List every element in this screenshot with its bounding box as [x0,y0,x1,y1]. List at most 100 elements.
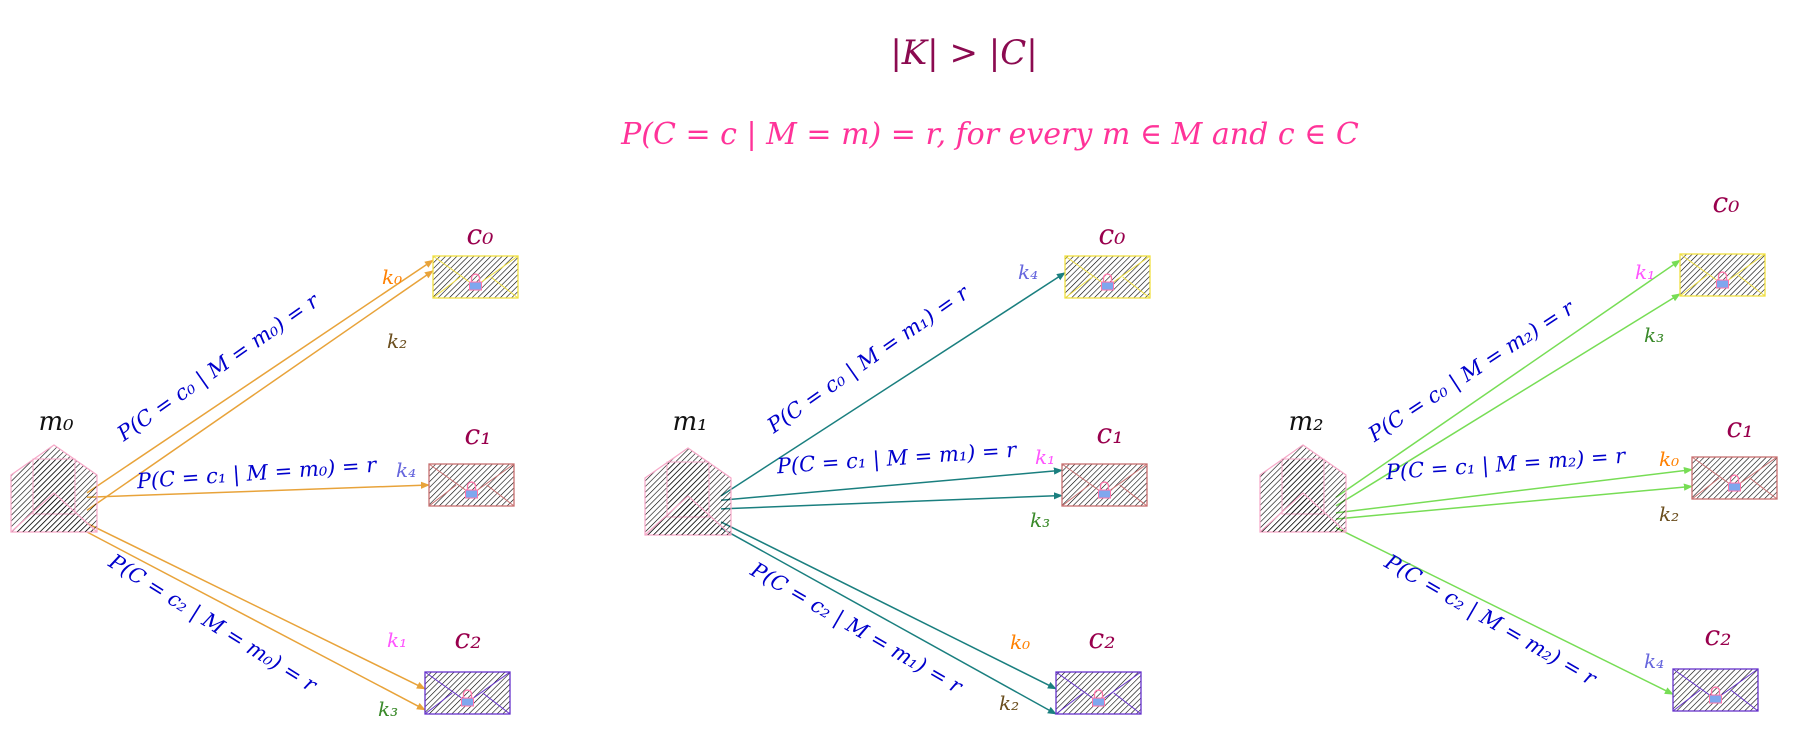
ciphertext-label: c₀ [1713,186,1740,219]
lock-icon [469,281,482,291]
lock-shackle [466,481,477,491]
envelope-body [424,671,511,715]
probability-label: P(C = c₀ | M = m₂) = r [1363,295,1580,448]
encryption-arrow [1335,526,1674,695]
key-space-inequality: |K| > |C| [890,33,1037,73]
locked-envelope-icon [424,671,511,715]
lock-icon [461,697,474,707]
encryption-arrow [86,259,434,494]
key-label-k0: k₀ [382,265,402,289]
open-envelope-icon [1259,444,1347,533]
lock-shackle [1093,689,1104,699]
key-label-k4: k₄ [396,458,416,482]
key-label-k4: k₄ [1644,649,1664,673]
lock-icon [1101,281,1114,291]
locked-envelope-icon [1064,255,1151,299]
lock-icon [1716,279,1729,289]
envelope-body [1679,253,1766,297]
key-label-k2: k₂ [387,329,407,353]
key-label-k1: k₁ [1035,445,1055,469]
envelope-fold [1679,274,1766,297]
lock-icon [465,489,478,499]
locked-envelope-icon [432,255,519,299]
lock-icon [1098,489,1111,499]
lock-shackle [470,273,481,283]
encryption-arrow [86,270,434,511]
perfect-secrecy-formula: P(C = c | M = m) = r, for every m ∈ M an… [620,117,1359,152]
envelope-body [428,463,515,507]
envelope-body [1064,255,1151,299]
key-label-k0: k₀ [1659,447,1679,471]
encryption-arrow [1335,467,1693,514]
encryption-arrow [720,521,1057,690]
probability-label: P(C = c₁ | M = m₁) = r [775,438,1019,480]
key-label-k3: k₃ [1030,508,1050,532]
key-label-k1: k₁ [1635,260,1655,284]
lock-icon [1728,482,1741,492]
probability-label: P(C = c₂ | M = m₀) = r [103,549,322,699]
lock-shackle [1717,271,1728,281]
ciphertext-label: c₁ [1097,417,1124,450]
locked-envelope-icon [428,463,515,507]
encryption-arrow [720,272,1066,497]
lock-shackle [1102,273,1113,283]
lock-shackle [1710,686,1721,696]
locked-envelope-icon [1055,671,1142,715]
encryption-arrow [720,467,1063,501]
encryption-arrow [1335,259,1681,498]
lock-shackle [1729,474,1740,484]
envelope-body [1055,671,1142,715]
lock-icon [1092,697,1105,707]
encryption-arrow [1335,483,1693,520]
lock-icon [1709,694,1722,704]
message-label: m₀ [38,407,74,437]
lock-shackle [462,689,473,699]
encryption-arrow [86,531,426,711]
envelope-body [1672,668,1759,712]
open-envelope-icon [644,447,732,536]
key-label-k2: k₂ [999,691,1019,715]
ciphertext-label: c₂ [1705,619,1732,652]
envelope-fold [1064,276,1151,299]
locked-envelope-icon [1672,668,1759,712]
key-label-k2: k₂ [1659,502,1679,526]
envelope-front-flap [644,495,732,536]
message-label: m₂ [1288,407,1323,437]
message-label: m₁ [672,407,707,437]
locked-envelope-icon [1691,456,1778,500]
encryption-arrow [720,492,1063,510]
probability-label: P(C = c₁ | M = m₂) = r [1384,444,1628,486]
encryption-arrow [86,481,430,498]
envelope-fold [428,484,515,507]
envelope-fold [1672,689,1759,712]
message-group-2: k₁ k₃ k₀ k₂ k₄ m₂ c₀ c₁ c₂ P(C = c₀ | M = m₂) = r… [1259,186,1778,712]
locked-envelope-icon [1061,463,1148,507]
envelope-front-flap [1259,492,1347,533]
envelope-fold [432,276,519,299]
envelope-front-flap [10,492,98,533]
ciphertext-label: c₂ [455,622,482,655]
envelope-body [1061,463,1148,507]
encryption-arrow [86,522,426,690]
key-label-k3: k₃ [1644,323,1664,347]
ciphertext-label: c₁ [1727,411,1754,444]
ciphertext-label: c₁ [465,418,492,451]
key-label-k4: k₄ [1018,260,1038,284]
open-envelope-icon [10,444,98,533]
encryption-arrow [720,527,1057,715]
ciphertext-label: c₀ [467,218,494,251]
key-label-k1: k₁ [387,628,407,652]
envelope-body [432,255,519,299]
key-label-k0: k₀ [1010,630,1030,654]
envelope-fold [1055,692,1142,715]
key-label-k3: k₃ [378,697,398,721]
envelope-fold [1691,477,1778,500]
lock-shackle [1099,481,1110,491]
locked-envelope-icon [1679,253,1766,297]
probability-label: P(C = c₂ | M = m₂) = r [1379,549,1602,692]
ciphertext-label: c₀ [1099,218,1126,251]
probability-label: P(C = c₀ | M = m₁) = r [762,280,975,440]
